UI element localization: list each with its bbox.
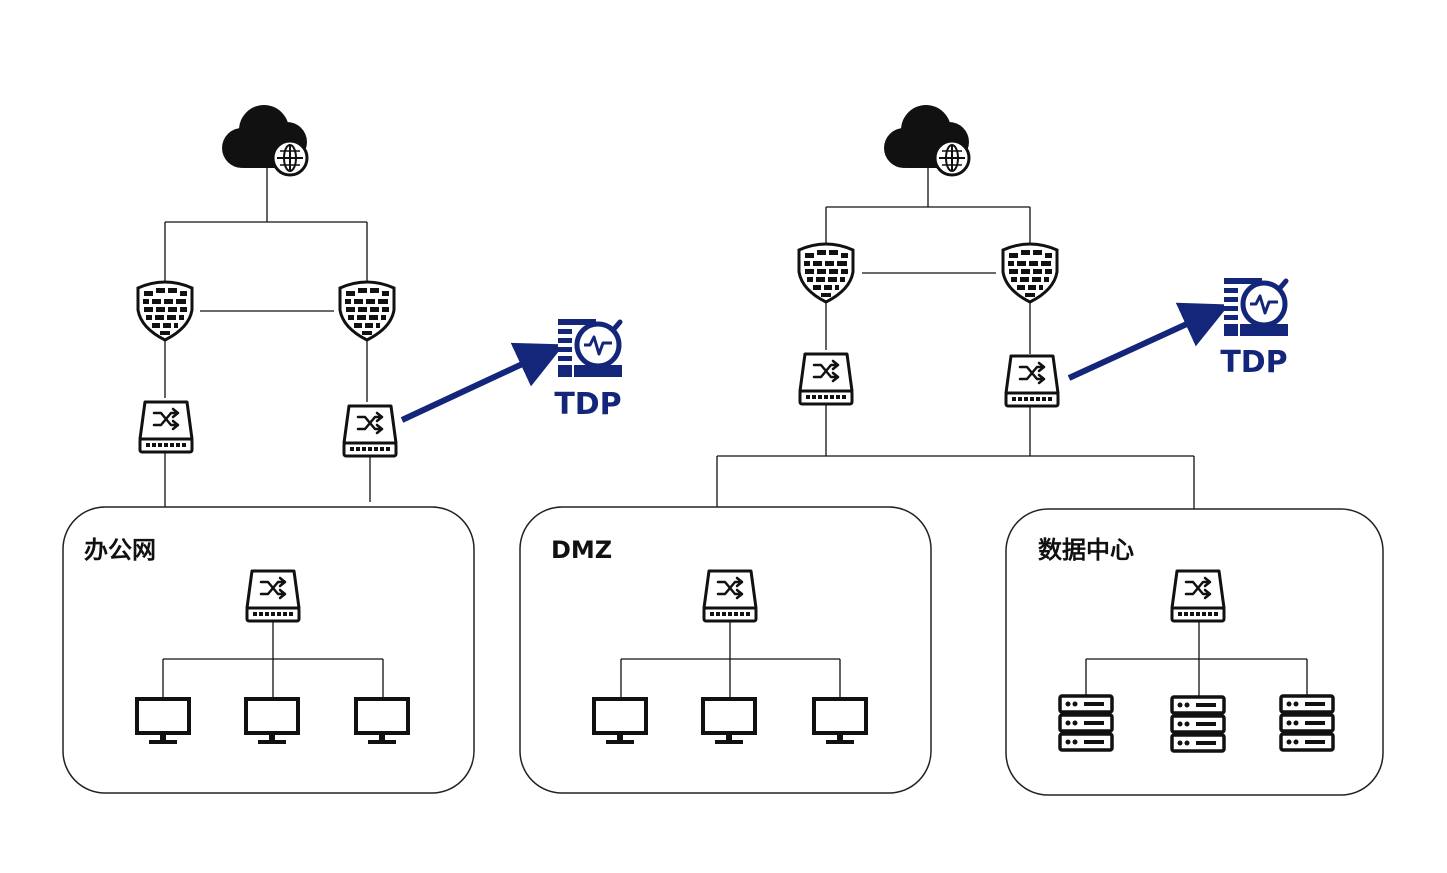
switch-icon	[342, 404, 398, 458]
left-network: TDP	[136, 103, 622, 507]
mirror-arrow	[1067, 302, 1230, 381]
server-icon	[1279, 694, 1335, 752]
server-icon	[1058, 694, 1114, 752]
firewall-icon	[338, 280, 396, 342]
firewall-icon	[1001, 242, 1059, 304]
switch-icon	[245, 569, 301, 623]
right-links	[716, 165, 1195, 509]
switch-icon	[702, 569, 758, 623]
zone-datacenter: 数据中心	[1005, 508, 1384, 796]
zone-office-label: 办公网	[84, 536, 156, 564]
zone-office: 办公网	[62, 506, 475, 794]
server-icon	[1170, 695, 1226, 753]
internet-cloud-icon	[882, 103, 971, 177]
switch-icon	[1004, 354, 1060, 408]
tdp-icon	[1224, 278, 1288, 336]
switch-icon	[1170, 569, 1226, 623]
zone-datacenter-label: 数据中心	[1038, 536, 1134, 564]
tdp-label: TDP	[1220, 345, 1287, 380]
switch-icon	[138, 400, 194, 454]
zone-dmz: DMZ	[519, 506, 932, 794]
tdp-label: TDP	[554, 387, 621, 422]
right-network: TDP	[716, 103, 1288, 509]
zone-dmz-label: DMZ	[551, 536, 612, 564]
firewall-icon	[136, 280, 194, 342]
mirror-arrow	[400, 342, 565, 423]
tdp-icon	[558, 319, 622, 377]
switch-icon	[798, 352, 854, 406]
internet-cloud-icon	[220, 103, 309, 177]
firewall-icon	[797, 242, 855, 304]
left-links	[164, 165, 371, 507]
